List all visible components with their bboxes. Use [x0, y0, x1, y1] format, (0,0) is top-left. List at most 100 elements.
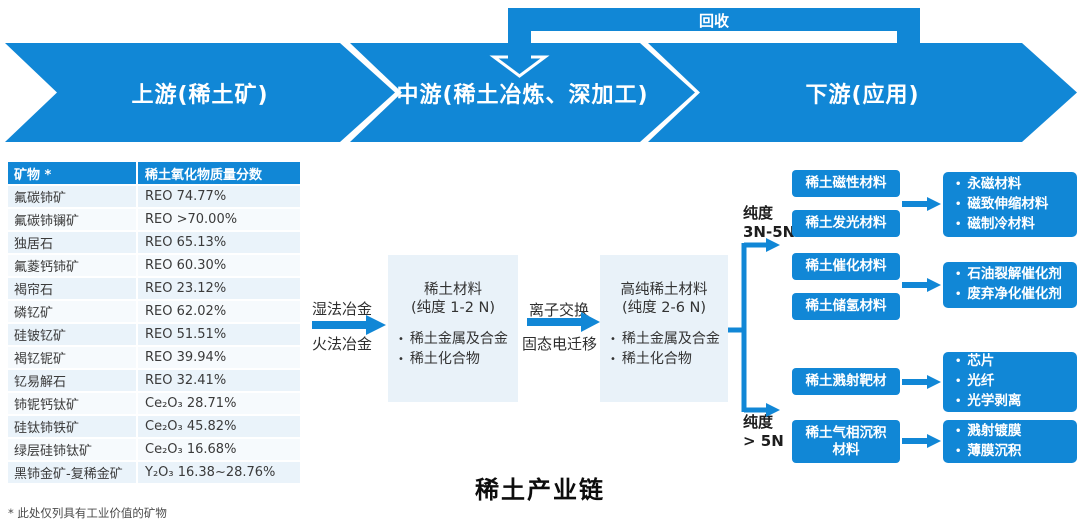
mineral-cell: 绿层硅铈钛矿 — [8, 439, 138, 460]
application-item: 光学剥离 — [967, 393, 1022, 409]
purity-label-over5n: 纯度 > 5N — [743, 413, 803, 451]
table-row: 氟菱钙铈矿 REO 60.30% — [8, 255, 300, 278]
material-label: 稀土磁性材料 — [805, 175, 887, 191]
application-item: 光纤 — [967, 373, 995, 389]
material-box-sputtering-target: 稀土溅射靶材 — [792, 368, 900, 395]
bullet-icon: • — [955, 218, 962, 230]
application-item: 永磁材料 — [967, 175, 1022, 192]
purity-range: 3N-5N — [743, 223, 796, 241]
table-row: 钇易解石 REO 32.41% — [8, 370, 300, 393]
application-item: 石油裂解催化剂 — [967, 266, 1062, 282]
value-cell: REO 32.41% — [145, 373, 227, 388]
application-box-optics: •芯片 •光纤 •光学剥离 — [943, 352, 1077, 412]
purity-branch-bracket — [728, 238, 780, 417]
mineral-cell: 氟菱钙铈矿 — [8, 255, 138, 276]
re-materials-box: 稀土材料 (纯度 1-2 N) •稀土金属及合金 •稀土化合物 — [388, 255, 518, 402]
material-label: 稀土储氢材料 — [805, 298, 887, 314]
table-row: 铈铌钙钛矿 Ce₂O₃ 28.71% — [8, 393, 300, 416]
application-box-magnetic: • 永磁材料 • 磁致伸缩材料 • 磁制冷材料 — [943, 172, 1077, 237]
value-cell: REO 23.12% — [145, 281, 227, 296]
stage-arrow-upstream: 上游(稀土矿) — [5, 43, 395, 142]
stage-arrow-midstream: 中游(稀土冶炼、深加工) — [350, 43, 695, 142]
recycle-label: 回收 — [698, 11, 729, 30]
bullet-icon: • — [610, 354, 616, 365]
diagram-title: 稀土产业链 — [475, 476, 605, 504]
value-cell: Ce₂O₃ 28.71% — [145, 396, 237, 411]
bullet-icon: • — [955, 178, 962, 190]
material-label-line2: 材料 — [832, 441, 860, 458]
material-box-vapor-deposition: 稀土气相沉积 材料 — [792, 420, 900, 463]
material-label: 稀土发光材料 — [805, 215, 887, 231]
material-box-hydrogen-storage: 稀土储氢材料 — [792, 293, 900, 320]
re-materials-item: 稀土金属及合金 — [409, 331, 508, 347]
stage-label-midstream: 中游(稀土冶炼、深加工) — [396, 82, 649, 108]
stage-arrow-downstream: 下游(应用) — [648, 43, 1077, 142]
application-item: 薄膜沉积 — [967, 442, 1022, 459]
value-cell: Y₂O₃ 16.38~28.76% — [145, 465, 276, 480]
high-purity-re-materials-box: 高纯稀土材料 (纯度 2-6 N) •稀土金属及合金 •稀土化合物 — [600, 255, 728, 402]
application-item: 废弃净化催化剂 — [967, 286, 1062, 302]
table-row: 褐钇铌矿 REO 39.94% — [8, 347, 300, 370]
purity-range: > 5N — [743, 432, 784, 450]
header-reo-fraction: 稀土氧化物质量分数 — [145, 167, 263, 183]
stage-label-downstream: 下游(应用) — [805, 82, 920, 108]
mineral-cell: 磷钇矿 — [8, 301, 138, 322]
mineral-cell: 氟碳铈矿 — [8, 186, 138, 207]
re-materials-item: 稀土化合物 — [409, 351, 480, 367]
value-cell: REO 39.94% — [145, 350, 227, 365]
step1-top-label: 湿法冶金 — [312, 300, 373, 318]
purity-word: 纯度 — [743, 413, 774, 431]
step2-bottom-label: 固态电迁移 — [522, 335, 598, 353]
table-row: 绿层硅铈钛矿 Ce₂O₃ 16.68% — [8, 439, 300, 462]
high-purity-title: 高纯稀土材料 — [620, 282, 708, 298]
material-label: 稀土催化材料 — [805, 258, 887, 274]
mineral-cell: 钇易解石 — [8, 370, 138, 391]
value-cell: REO 60.30% — [145, 258, 227, 273]
material-label: 稀土溅射靶材 — [805, 373, 887, 389]
re-materials-purity: (纯度 1-2 N) — [410, 300, 496, 316]
high-purity-item: 稀土化合物 — [621, 351, 692, 367]
high-purity-purity: (纯度 2-6 N) — [621, 300, 707, 316]
mineral-cell: 硅铍钇矿 — [8, 324, 138, 345]
value-cell: REO 62.02% — [145, 304, 227, 319]
material-label: 稀土气相沉积 — [805, 424, 887, 441]
bullet-icon: • — [955, 356, 962, 367]
purity-label-3n5n: 纯度 3N-5N — [743, 204, 803, 242]
material-box-catalytic: 稀土催化材料 — [792, 253, 900, 280]
high-purity-item: 稀土金属及合金 — [621, 331, 720, 347]
application-item: 溅射镀膜 — [967, 422, 1022, 439]
bullet-icon: • — [955, 289, 962, 300]
material-box-magnetic: 稀土磁性材料 — [792, 170, 900, 197]
value-cell: Ce₂O₃ 16.68% — [145, 442, 237, 457]
bullet-icon: • — [955, 269, 962, 280]
stage-label-upstream: 上游(稀土矿) — [131, 82, 269, 108]
step1-bottom-label: 火法冶金 — [312, 335, 373, 353]
mineral-cell: 褐帘石 — [8, 278, 138, 299]
re-materials-title: 稀土材料 — [424, 282, 482, 298]
bullet-icon: • — [398, 334, 404, 345]
table-header-row: 矿物 * 稀土氧化物质量分数 — [8, 162, 300, 186]
value-cell: REO >70.00% — [145, 212, 238, 227]
table-footnote: * 此处仅列具有工业价值的矿物 — [8, 506, 167, 520]
mineral-cell: 氟碳铈镧矿 — [8, 209, 138, 230]
application-box-catalyst: • 石油裂解催化剂 • 废弃净化催化剂 — [943, 262, 1077, 308]
bullet-icon: • — [955, 445, 962, 457]
bullet-icon: • — [955, 198, 962, 210]
application-item: 磁致伸缩材料 — [967, 195, 1049, 212]
header-mineral: 矿物 * — [8, 162, 138, 184]
table-row: 褐帘石 REO 23.12% — [8, 278, 300, 301]
mineral-cell: 铈铌钙钛矿 — [8, 393, 138, 414]
bullet-icon: • — [955, 425, 962, 437]
bullet-icon: • — [955, 376, 962, 387]
application-box-coating: • 溅射镀膜 • 薄膜沉积 — [943, 420, 1077, 463]
mineral-cell: 褐钇铌矿 — [8, 347, 138, 368]
application-item: 磁制冷材料 — [967, 215, 1035, 232]
